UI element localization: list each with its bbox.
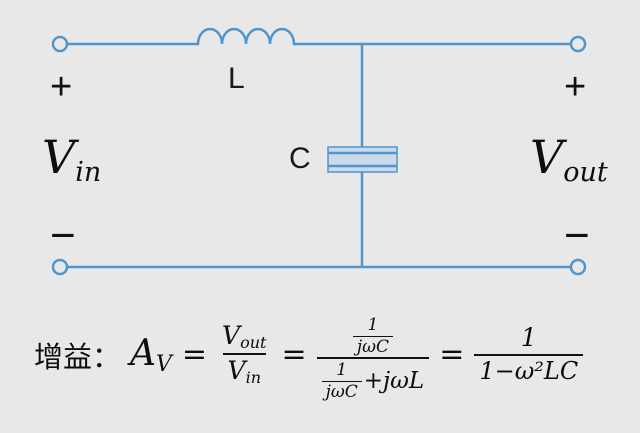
capacitor-label: C [289,142,311,175]
ratio-denominator: Vin [222,353,266,388]
left-minus-sign: − [50,211,76,260]
gain-symbol: AV [130,333,172,377]
ratio-den-symbol: V [227,356,246,386]
cap-impedance-num: 1 [367,315,379,335]
capacitor-body [327,146,398,173]
result-fraction: 1 1−ω²LC [474,323,584,386]
gain-formula: 增益： AV = Vout Vin = 1 jωC 1 jωC +jωL [34,308,584,402]
vout-symbol: V [530,130,564,184]
vin-subscript: in [75,157,102,188]
vout-label: Vout [530,134,608,186]
terminal-top-left [51,35,69,53]
gain-symbol-main: A [130,332,157,374]
cap-impedance-num-2: 1 [336,360,348,381]
impedance-numerator: 1 jωC [348,308,398,357]
equals-sign-1: = [181,337,208,373]
inductor-label: L [228,62,245,95]
inductor-coil [196,27,296,46]
terminal-bottom-right [569,258,587,276]
cap-impedance-den: jωC [352,335,393,357]
result-numerator: 1 [520,323,537,353]
right-minus-sign: − [564,211,590,260]
equals-sign-3: = [439,337,465,373]
ratio-num-subscript: out [240,332,267,352]
voltage-ratio-fraction: Vout Vin [217,320,271,388]
inductive-impedance-term: +jωL [363,368,425,395]
gain-prefix: 增益： [34,341,122,374]
vout-subscript: out [563,157,608,188]
cap-impedance-den-2: jωC [321,381,362,402]
terminal-bottom-left [51,258,69,276]
ratio-num-symbol: V [222,320,241,350]
terminal-top-right [569,35,587,53]
impedance-fraction: 1 jωC 1 jωC +jωL [316,308,430,402]
ratio-numerator: Vout [217,320,271,353]
result-denominator: 1−ω²LC [474,353,584,386]
impedance-denominator: 1 jωC +jωL [316,357,430,402]
vin-symbol: V [42,130,76,184]
gain-symbol-subscript: V [156,351,172,377]
capacitive-impedance-fraction-bottom: 1 jωC [321,360,362,402]
left-plus-sign: + [50,66,73,108]
vin-label: Vin [42,134,101,186]
capacitive-impedance-fraction-top: 1 jωC [352,315,393,357]
equals-sign-2: = [281,337,307,373]
right-plus-sign: + [564,66,587,108]
ratio-den-subscript: in [245,368,261,388]
